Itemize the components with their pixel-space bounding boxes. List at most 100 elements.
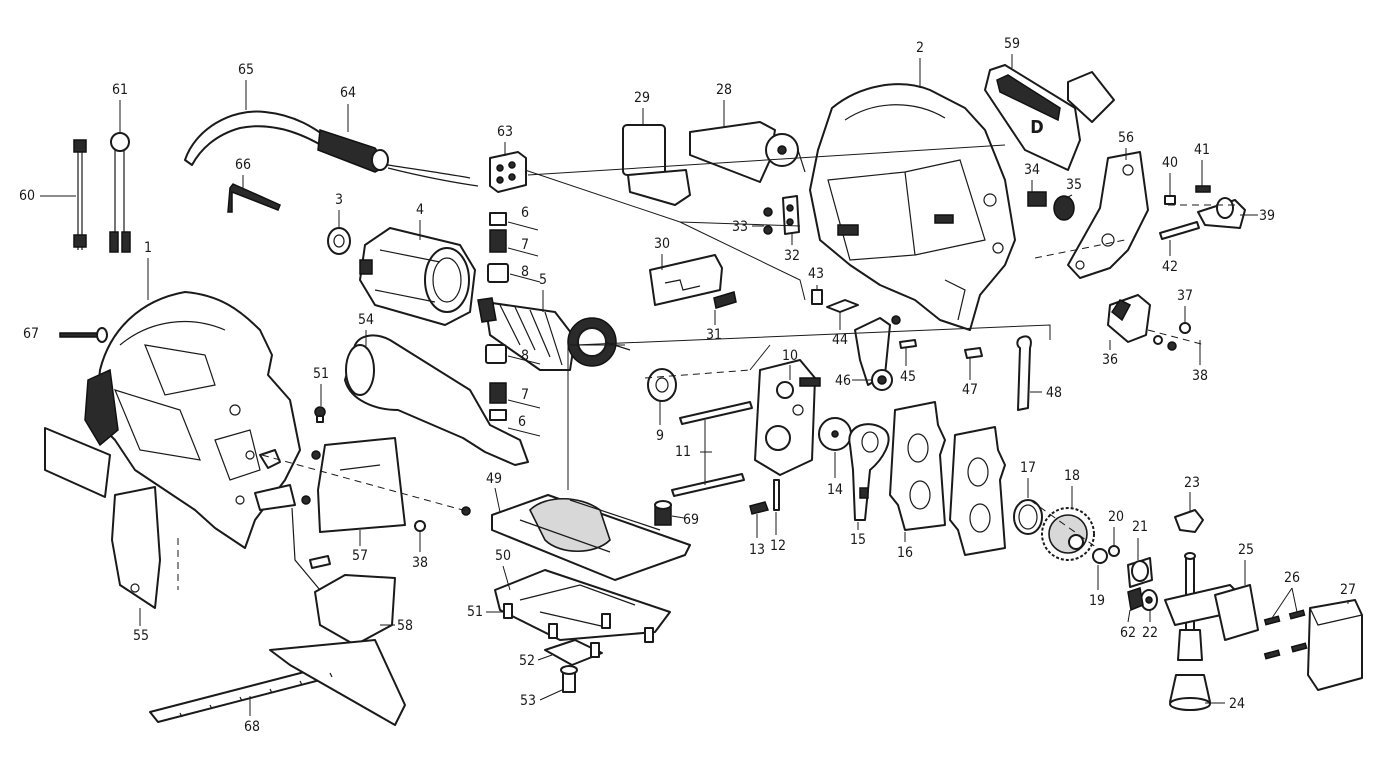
brush-holder-6b	[489, 409, 507, 421]
svg-text:59: 59	[1004, 36, 1020, 52]
svg-text:28: 28	[716, 82, 732, 98]
screw-67	[59, 327, 108, 343]
svg-text:45: 45	[900, 369, 916, 385]
callout-42: 42	[1162, 240, 1178, 275]
callout-1: 1	[144, 240, 152, 300]
callout-27: 27	[1340, 582, 1356, 604]
svg-text:39: 39	[1259, 208, 1275, 224]
callout-28: 28	[716, 82, 732, 128]
callout-2: 2	[916, 40, 924, 88]
callout-11: 11	[675, 420, 712, 485]
svg-text:21: 21	[1132, 519, 1148, 535]
brush-holder-6	[489, 212, 507, 226]
switch-34	[1027, 191, 1047, 207]
roller-46	[854, 315, 901, 391]
callout-36: 36	[1102, 340, 1118, 368]
knob-69	[654, 500, 672, 526]
svg-text:36: 36	[1102, 352, 1118, 368]
callout-22: 22	[1142, 610, 1158, 641]
callout-62: 62	[1120, 609, 1136, 641]
callout-23: 23	[1184, 475, 1200, 512]
callout-38b: 38	[412, 532, 428, 571]
callout-35: 35	[1065, 177, 1082, 199]
guide-rods-11	[671, 401, 753, 497]
svg-text:44: 44	[832, 332, 848, 348]
shaft-39	[1197, 197, 1246, 229]
svg-text:34: 34	[1024, 162, 1040, 178]
svg-text:42: 42	[1162, 259, 1178, 275]
pin-12	[773, 479, 780, 511]
armature-5	[477, 297, 631, 371]
callout-58: 58	[380, 618, 413, 634]
callout-53: 53	[520, 689, 563, 709]
svg-text:32: 32	[784, 248, 800, 264]
svg-text:63: 63	[497, 124, 513, 140]
callout-8b: 8	[507, 348, 541, 365]
base-shoe-50	[494, 569, 671, 641]
svg-text:27: 27	[1340, 582, 1356, 598]
callout-39: 39	[1240, 208, 1275, 224]
callout-15: 15	[850, 522, 866, 548]
bracket-32	[782, 195, 800, 235]
callout-67: 67	[23, 326, 39, 342]
svg-text:13: 13	[749, 542, 765, 558]
callout-38: 38	[1192, 340, 1208, 384]
svg-text:55: 55	[133, 628, 149, 644]
svg-text:1: 1	[144, 240, 152, 256]
svg-text:26: 26	[1284, 570, 1300, 586]
callout-10: 10	[782, 348, 798, 380]
callout-69: 69	[671, 512, 699, 528]
gear-18	[1041, 507, 1095, 561]
callout-49: 49	[486, 471, 502, 513]
callout-29: 29	[634, 90, 650, 125]
svg-text:35: 35	[1066, 177, 1082, 193]
brush-7b	[489, 382, 507, 404]
svg-text:60: 60	[19, 188, 35, 204]
callout-45: 45	[900, 348, 916, 385]
lever-36	[1107, 294, 1151, 343]
callout-5: 5	[539, 272, 547, 312]
wires-60	[73, 139, 87, 250]
pin-45	[899, 339, 917, 349]
callout-52: 52	[519, 653, 553, 669]
svg-text:38: 38	[1192, 368, 1208, 384]
callout-9: 9	[656, 401, 664, 444]
dust-cover-58	[314, 574, 396, 646]
clip-13	[749, 501, 769, 515]
pin-42	[1159, 221, 1200, 240]
callout-51: 51	[467, 604, 503, 620]
svg-text:65: 65	[238, 62, 254, 78]
screw-51-left	[314, 406, 326, 423]
svg-text:19: 19	[1089, 593, 1105, 609]
svg-text:18: 18	[1064, 468, 1080, 484]
svg-text:6: 6	[518, 414, 526, 430]
svg-text:58: 58	[397, 618, 413, 634]
callout-63: 63	[497, 124, 513, 156]
svg-text:31: 31	[706, 327, 722, 343]
svg-text:24: 24	[1229, 696, 1245, 712]
svg-text:51: 51	[313, 366, 329, 382]
callout-57: 57	[352, 530, 368, 564]
callout-51b: 51	[313, 366, 329, 406]
callout-20: 20	[1108, 509, 1124, 545]
svg-text:8: 8	[521, 264, 529, 280]
guide-plate-16b	[949, 426, 1006, 556]
bushing-21	[1127, 557, 1153, 588]
svg-text:D: D	[1030, 117, 1043, 138]
svg-text:46: 46	[835, 373, 851, 389]
svg-text:7: 7	[521, 387, 529, 403]
callout-34: 34	[1024, 162, 1040, 192]
gear-housing-2	[809, 83, 1016, 331]
svg-text:7: 7	[521, 237, 529, 253]
stator-4	[359, 227, 476, 326]
callout-37: 37	[1177, 288, 1193, 322]
callout-48: 48	[1030, 385, 1062, 401]
svg-text:48: 48	[1046, 385, 1062, 401]
screw-38b	[414, 520, 426, 532]
callout-7: 7	[507, 237, 539, 257]
switch-29	[622, 124, 691, 206]
pin-47	[964, 347, 983, 359]
plate-44	[826, 299, 859, 313]
clamp-52	[544, 639, 603, 666]
washer-38a	[1153, 335, 1163, 345]
